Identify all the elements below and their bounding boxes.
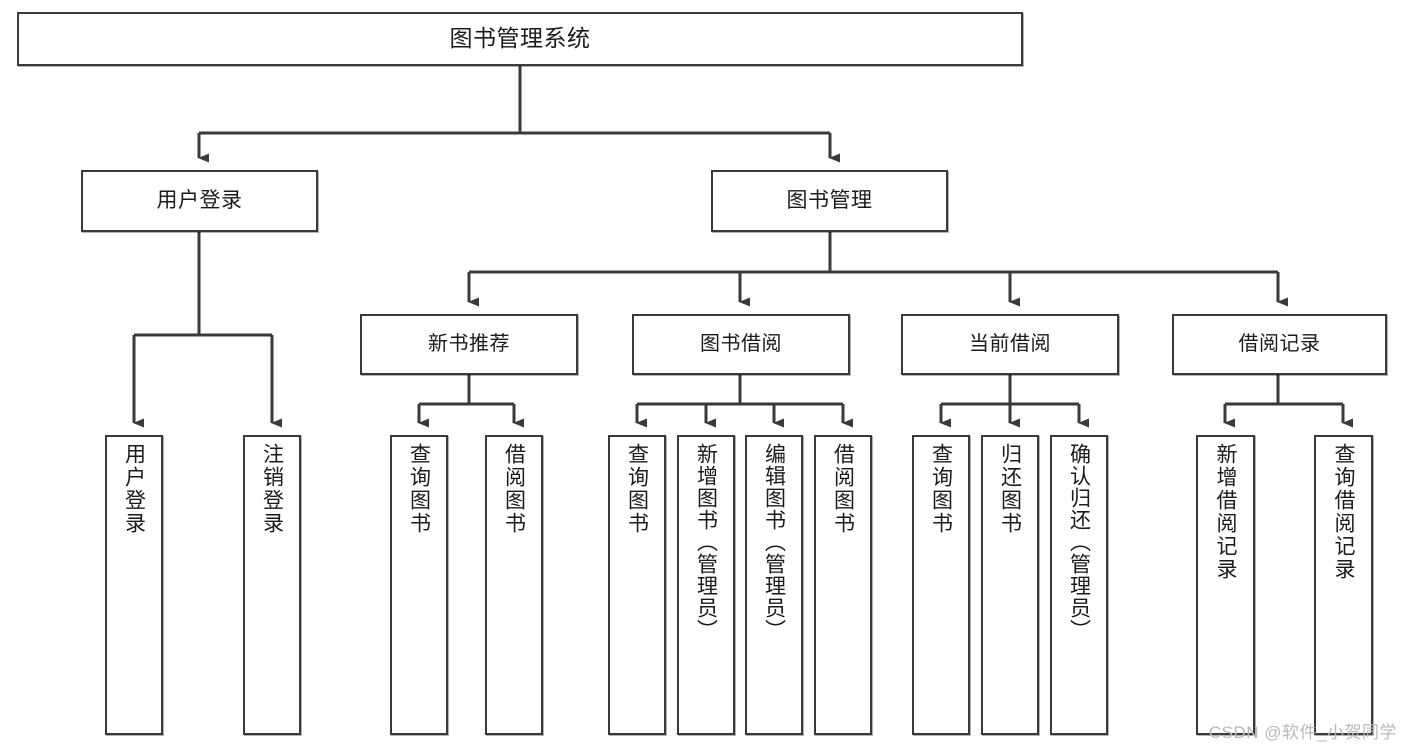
node-leaf-edit-book-label: 编辑图书（管理员） bbox=[762, 443, 786, 641]
node-leaf-confirm-return[interactable]: 确认归还（管理员） bbox=[1050, 435, 1108, 735]
node-leaf-return-book[interactable]: 归还图书 bbox=[981, 435, 1039, 735]
node-leaf-query-book-2-label: 查询图书 bbox=[625, 443, 649, 535]
node-leaf-query-record-label: 查询借阅记录 bbox=[1332, 443, 1355, 581]
node-root-label: 图书管理系统 bbox=[449, 25, 591, 52]
node-leaf-query-book-2[interactable]: 查询图书 bbox=[608, 435, 666, 735]
node-book-borrow[interactable]: 图书借阅 bbox=[632, 314, 850, 375]
node-user-login-label: 用户登录 bbox=[156, 189, 243, 213]
node-leaf-borrow-book-1[interactable]: 借阅图书 bbox=[485, 435, 543, 735]
node-leaf-add-book-label: 新增图书（管理员） bbox=[694, 443, 718, 641]
node-leaf-user-login-label: 用户登录 bbox=[122, 443, 146, 535]
node-leaf-add-record[interactable]: 新增借阅记录 bbox=[1196, 435, 1255, 735]
node-leaf-add-book[interactable]: 新增图书（管理员） bbox=[677, 435, 735, 735]
node-leaf-edit-book[interactable]: 编辑图书（管理员） bbox=[745, 435, 803, 735]
node-borrow-record[interactable]: 借阅记录 bbox=[1172, 314, 1387, 375]
csdn-watermark: CSDN @软件_小贺同学 bbox=[1208, 723, 1397, 742]
node-book-management-label: 图书管理 bbox=[786, 189, 873, 213]
node-current-borrow-label: 当前借阅 bbox=[969, 333, 1051, 356]
node-leaf-borrow-book-2-label: 借阅图书 bbox=[831, 443, 855, 535]
node-current-borrow[interactable]: 当前借阅 bbox=[901, 314, 1119, 375]
node-leaf-confirm-return-label: 确认归还（管理员） bbox=[1067, 443, 1091, 641]
node-leaf-logout-login[interactable]: 注销登录 bbox=[243, 435, 301, 735]
node-leaf-user-login[interactable]: 用户登录 bbox=[105, 435, 163, 735]
node-leaf-query-book-3-label: 查询图书 bbox=[929, 443, 953, 535]
node-book-management[interactable]: 图书管理 bbox=[711, 170, 948, 232]
node-new-book-recommend[interactable]: 新书推荐 bbox=[360, 314, 578, 375]
node-leaf-add-record-label: 新增借阅记录 bbox=[1214, 443, 1237, 581]
node-borrow-record-label: 借阅记录 bbox=[1238, 333, 1321, 356]
node-leaf-query-book-1[interactable]: 查询图书 bbox=[390, 435, 448, 735]
node-leaf-borrow-book-2[interactable]: 借阅图书 bbox=[814, 435, 872, 735]
node-leaf-query-book-1-label: 查询图书 bbox=[407, 443, 431, 535]
node-leaf-borrow-book-1-label: 借阅图书 bbox=[502, 443, 526, 535]
node-leaf-logout-login-label: 注销登录 bbox=[260, 443, 284, 535]
node-new-book-recommend-label: 新书推荐 bbox=[428, 333, 510, 356]
node-leaf-query-book-3[interactable]: 查询图书 bbox=[912, 435, 970, 735]
node-user-login[interactable]: 用户登录 bbox=[81, 170, 318, 232]
node-leaf-return-book-label: 归还图书 bbox=[998, 443, 1022, 535]
node-leaf-query-record[interactable]: 查询借阅记录 bbox=[1314, 435, 1373, 735]
node-root[interactable]: 图书管理系统 bbox=[17, 12, 1023, 66]
node-book-borrow-label: 图书借阅 bbox=[700, 333, 782, 356]
